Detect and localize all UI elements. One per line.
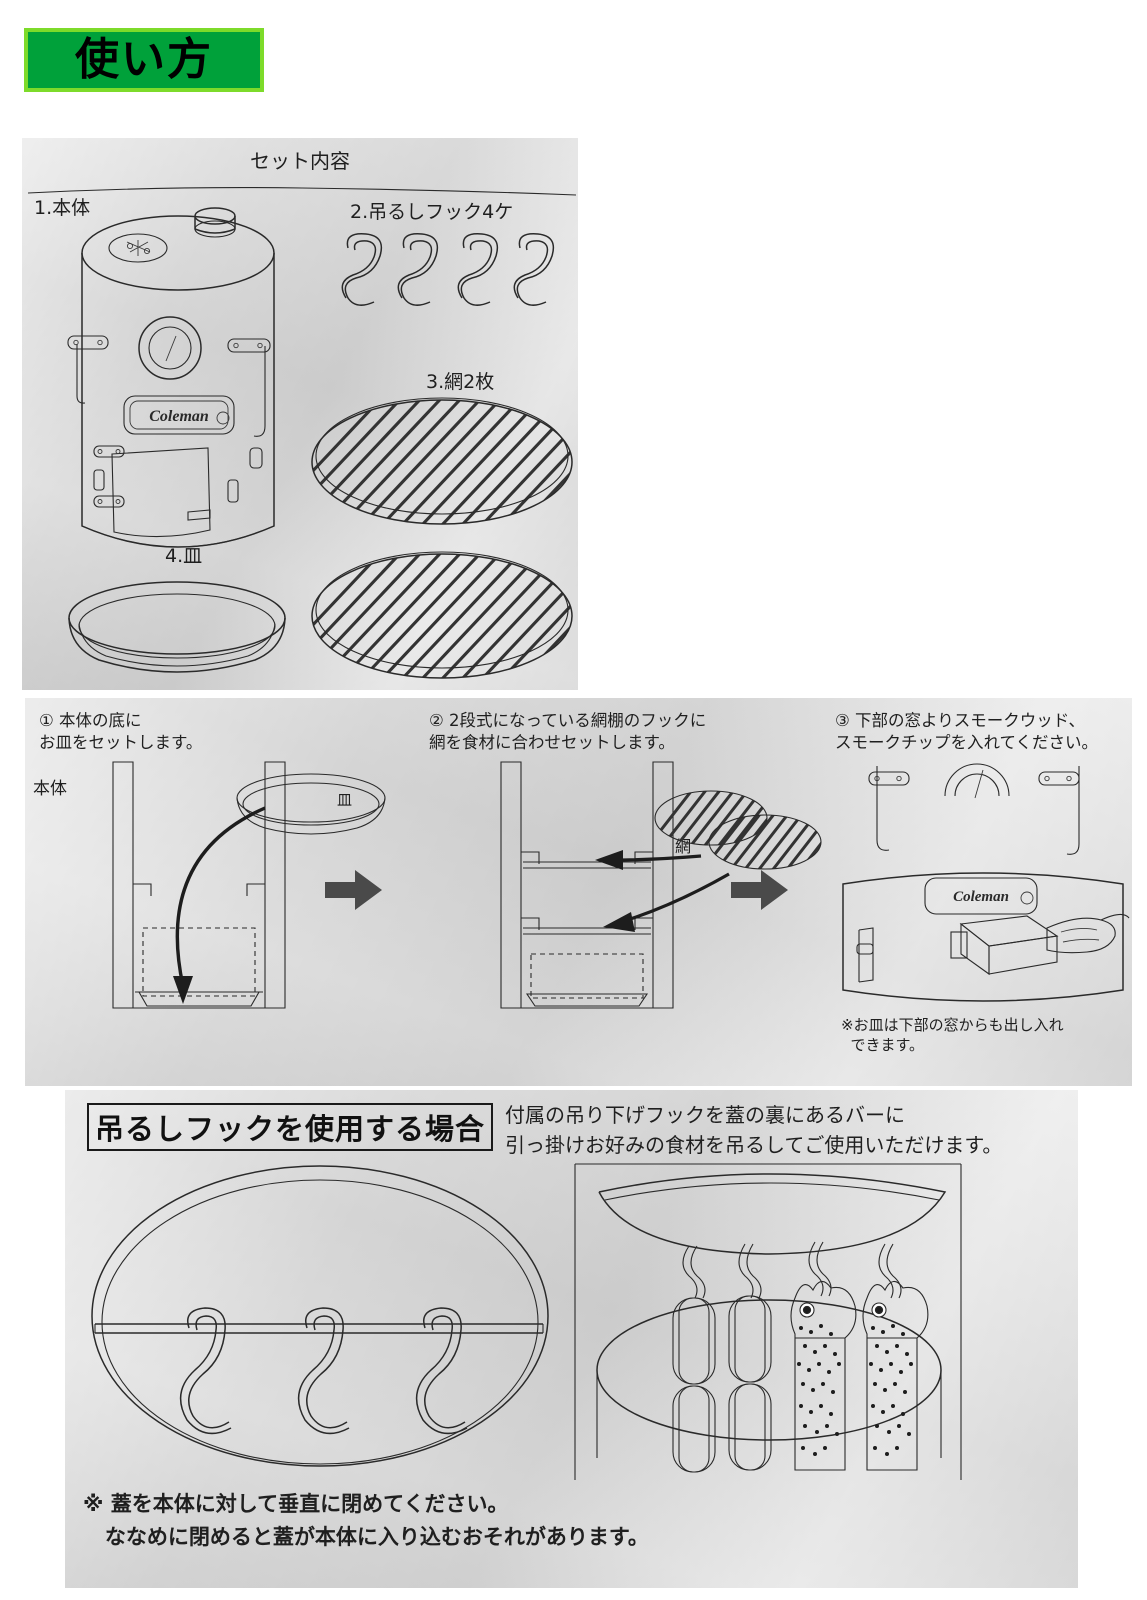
item-label-body: 1.本体 [34, 197, 91, 219]
item-label-grates: 3.網2枚 [426, 371, 495, 393]
hanging-hooks-title: 吊るしフックを使用する場合 [94, 1112, 485, 1146]
item-label-plate: 4.皿 [165, 545, 203, 567]
right-arrow-icon [325, 870, 382, 910]
hanging-hooks-panel: 吊るしフックを使用する場合 付属の吊り下げフックを蓋の裏にあるバーに 引っ掛けお… [65, 1090, 1078, 1588]
item-label-hooks: 2.吊るしフック4ケ [350, 201, 514, 223]
smoker-body-illustration: Coleman [67, 207, 275, 548]
grill-grate-illustration-2 [311, 551, 573, 679]
hanging-hooks-title-box: 吊るしフックを使用する場合 [87, 1103, 493, 1151]
step-2-text: ② 2段式になっている網棚のフックに 網を食材に合わせセットします。 [429, 711, 707, 752]
grill-grate-illustration-1 [311, 397, 573, 525]
right-arrow-icon [731, 870, 788, 910]
step-3-illustration: Coleman [842, 763, 1130, 1002]
step-1-label-body: 本体 [33, 779, 67, 799]
step-3-note: ※お皿は下部の窓からも出し入れ できます。 [841, 1016, 1064, 1054]
food-hanging-from-hooks-inside-smoker [574, 1163, 962, 1480]
step-1-text: ① 本体の底に お皿をセットします。 [39, 711, 203, 752]
drip-plate-illustration [68, 581, 286, 673]
step-1-illustration [112, 761, 386, 1009]
step-2-illustration [500, 761, 822, 1009]
coleman-logo-text: Coleman [953, 889, 1009, 905]
lid-underside-with-three-s-hooks [91, 1165, 549, 1467]
coleman-logo-text: Coleman [149, 408, 209, 425]
step-3-text: ③ 下部の窓よりスモークウッド、 スモークチップを入れてください。 [835, 711, 1099, 752]
s-hook-illustration [341, 233, 555, 306]
step-1-label-plate: 皿 [337, 791, 353, 809]
lid-closing-warning: ※ 蓋を本体に対して垂直に閉めてください。 ななめに閉めると蓋が本体に入り込むお… [83, 1492, 649, 1549]
set-contents-title: セット内容 [250, 149, 350, 173]
step-2-label-grate: 網 [675, 837, 692, 856]
page-title-badge: 使い方 [24, 28, 264, 92]
set-contents-panel: セット内容 1.本体 2.吊るしフック4ケ 3.網2枚 4.皿 [22, 138, 578, 690]
hanging-hooks-description: 付属の吊り下げフックを蓋の裏にあるバーに 引っ掛けお好みの食材を吊るしてご使用い… [505, 1103, 1003, 1157]
page-title: 使い方 [75, 34, 213, 85]
assembly-steps-panel: ① 本体の底に お皿をセットします。 ② 2段式になっている網棚のフックに 網を… [25, 698, 1132, 1086]
